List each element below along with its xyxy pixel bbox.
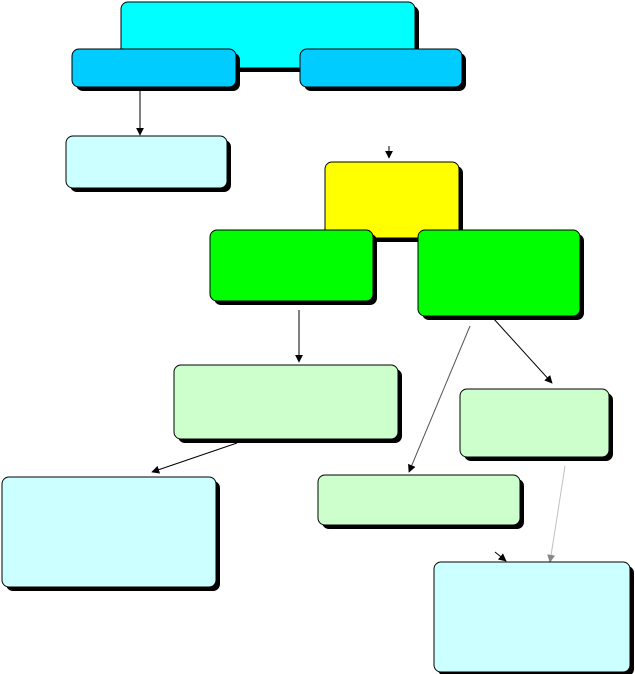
pale-cyan-box-top <box>65 135 231 192</box>
pale-green-box-mid <box>173 364 402 443</box>
pale-green-box-right <box>459 388 613 461</box>
arrow-pale-green-mid-to-pale-cyan-left <box>151 442 238 474</box>
right-blue-tab <box>299 48 466 91</box>
pale-green-box-bottom-shape <box>317 474 521 526</box>
pale-cyan-box-bottom-shape <box>433 561 631 673</box>
pale-cyan-box-top-shape <box>65 135 228 189</box>
left-blue-tab-shape <box>71 48 237 88</box>
pale-cyan-box-bottom <box>433 561 634 674</box>
left-blue-tab <box>71 48 240 91</box>
green-box-right-shape <box>417 229 581 317</box>
pale-cyan-box-left-shape <box>1 476 217 588</box>
pale-cyan-box-left <box>1 476 220 591</box>
pale-green-box-mid-shape <box>173 364 399 440</box>
green-box-left <box>209 229 377 305</box>
arrow-green-right-to-pale-green-bottom <box>408 325 471 473</box>
green-box-right <box>417 229 584 320</box>
yellow-box <box>324 161 463 242</box>
pale-green-box-bottom <box>317 474 524 529</box>
arrow-pale-green-right-to-pale-cyan-bottom <box>547 465 566 563</box>
arrow-green-right-to-pale-green-right <box>492 317 553 384</box>
pale-green-box-right-shape <box>459 388 610 458</box>
green-box-left-shape <box>209 229 374 302</box>
right-blue-tab-shape <box>299 48 463 88</box>
yellow-box-shape <box>324 161 460 239</box>
arrow-into-pale-cyan-bottom <box>494 551 507 562</box>
